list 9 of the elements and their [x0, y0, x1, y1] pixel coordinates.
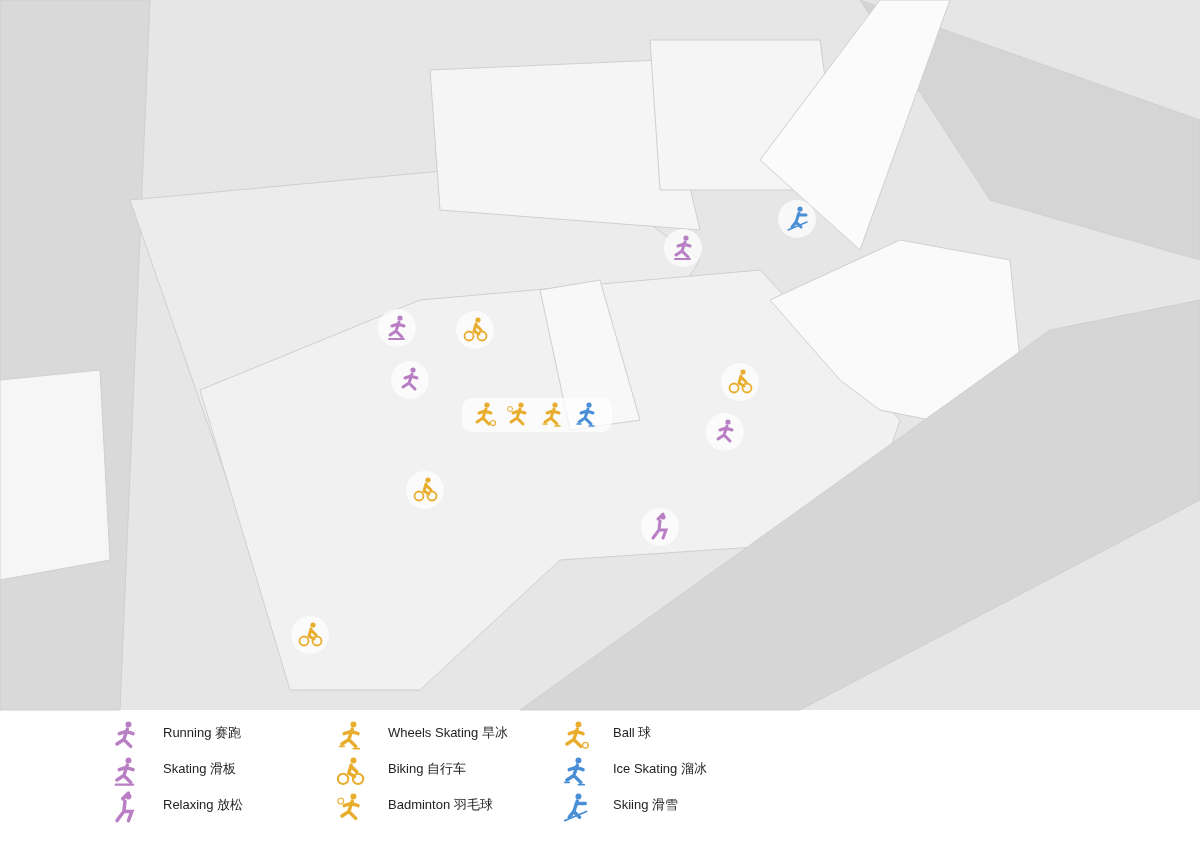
legend-label: Ball 球 [613, 724, 652, 742]
legend-label: Wheels Skating 旱冰 [388, 724, 508, 742]
legend-label: Skiing 滑雪 [613, 796, 679, 814]
legend-label: Relaxing 放松 [163, 796, 244, 814]
legend-label: Skating 滑板 [163, 760, 236, 778]
legend-label: Badminton 羽毛球 [388, 796, 493, 814]
legend-label: Ice Skating 溜冰 [613, 760, 707, 778]
legend-label: Running 赛跑 [163, 724, 242, 742]
legend-label: Biking 自行车 [388, 760, 467, 778]
